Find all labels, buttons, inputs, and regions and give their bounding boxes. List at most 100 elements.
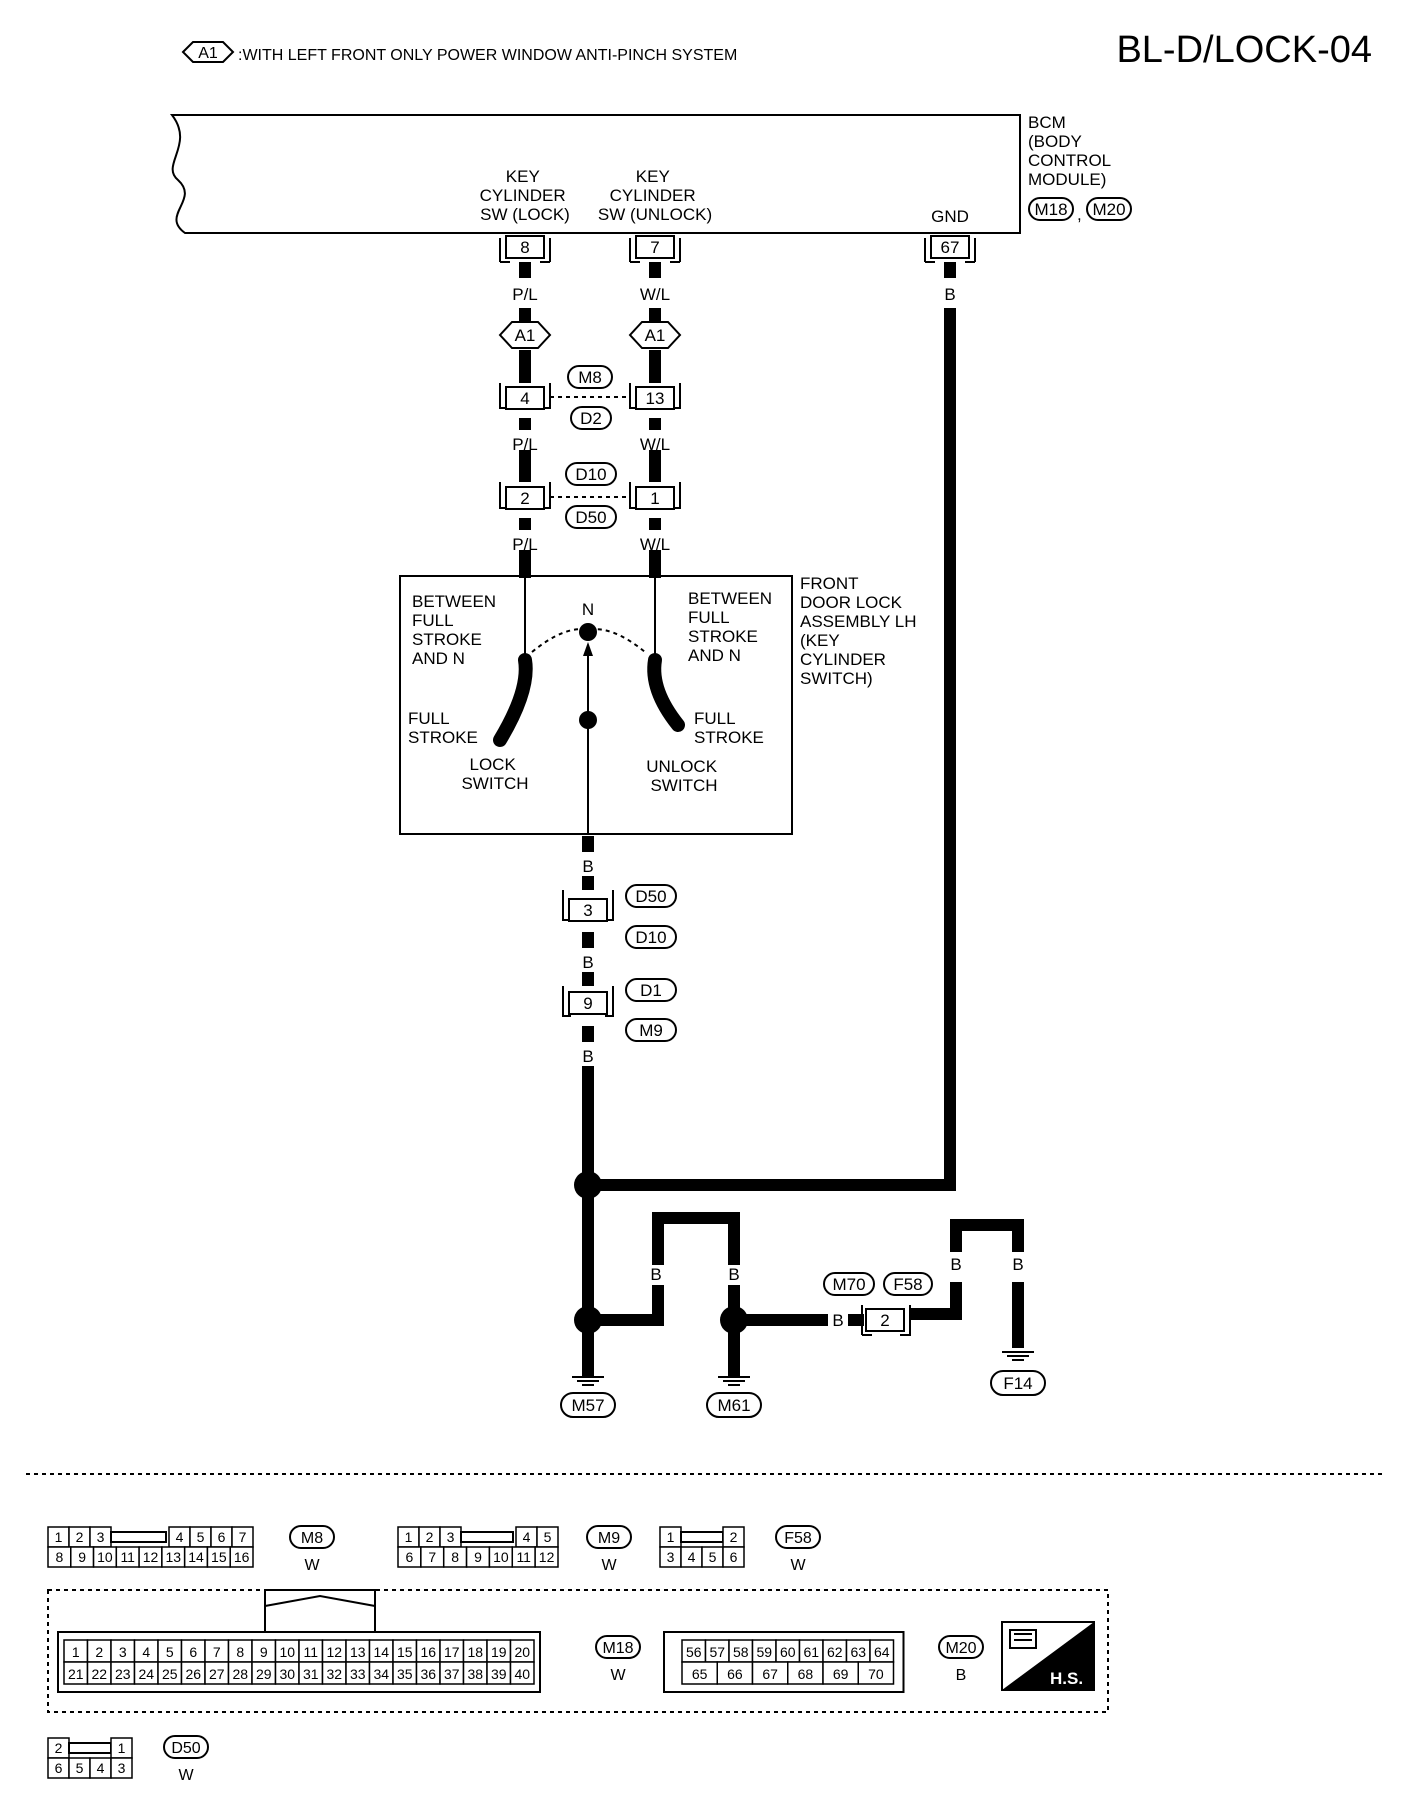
m18-cavity-label: 1: [72, 1644, 80, 1660]
svg-text:B: B: [582, 953, 593, 972]
bcm-pin-67: 67: [924, 235, 976, 263]
d50-cavity-label: 5: [76, 1760, 84, 1776]
bcm-pin-7-label: KEY CYLINDER SW (UNLOCK): [598, 167, 712, 224]
d50-cavity-label: 4: [97, 1760, 105, 1776]
m18-cavity-label: 2: [95, 1644, 103, 1660]
m18-cavity-label: 4: [142, 1644, 150, 1660]
option-description: :WITH LEFT FRONT ONLY POWER WINDOW ANTI-…: [238, 47, 737, 64]
svg-text:2: 2: [520, 489, 529, 508]
svg-text:B: B: [582, 857, 593, 876]
connector-lock: [680, 1531, 724, 1543]
svg-text:A1: A1: [515, 326, 536, 345]
m20-cavity-label: 69: [833, 1666, 849, 1682]
m8-cavity-label: 11: [120, 1549, 135, 1565]
svg-text:M57: M57: [571, 1396, 604, 1415]
m18-cavity-label: 30: [279, 1666, 295, 1682]
m18-cavity-label: 8: [236, 1644, 244, 1660]
ground-connector-d50-d10: 3 D50 D10: [562, 884, 677, 949]
m8-cavity-label: 12: [143, 1549, 159, 1565]
m18-cavity-label: 31: [303, 1666, 319, 1682]
bcm-pin-8-label: KEY CYLINDER SW (LOCK): [480, 167, 571, 224]
connector-group-m18-m20: [47, 1589, 1109, 1713]
svg-text:D10: D10: [635, 928, 666, 947]
m8-cavity-label: 10: [97, 1549, 113, 1565]
svg-text:M70: M70: [832, 1275, 865, 1294]
m18-cavity-label: 3: [119, 1644, 127, 1660]
m18-cavity-label: 35: [397, 1666, 413, 1682]
neutral-label: N: [582, 600, 594, 619]
connector-badge-label: M20: [945, 1640, 976, 1657]
m18-cavity-label: 11: [303, 1644, 318, 1660]
unlock-switch-label: UNLOCK SWITCH: [646, 757, 722, 795]
option-legend: A1 :WITH LEFT FRONT ONLY POWER WINDOW AN…: [181, 41, 737, 64]
connector-badge: [595, 1635, 641, 1659]
m18-cavity-label: 27: [209, 1666, 225, 1682]
svg-text:7: 7: [650, 238, 659, 257]
m9-cavity-label: 10: [493, 1549, 509, 1565]
m20-cavity-label: 57: [709, 1644, 725, 1660]
svg-text:M61: M61: [717, 1396, 750, 1415]
svg-text:D50: D50: [635, 887, 666, 906]
m18-cavity-label: 22: [91, 1666, 107, 1682]
connector-color: W: [601, 1557, 617, 1574]
m18-cavity-label: 36: [420, 1666, 436, 1682]
m9-cavity-label: 5: [544, 1529, 552, 1545]
svg-text:D1: D1: [640, 981, 662, 1000]
svg-text:,: ,: [1077, 205, 1082, 224]
svg-text:B: B: [950, 1255, 961, 1274]
m18-cavity-label: 28: [232, 1666, 248, 1682]
lock-switch-label: LOCK SWITCH: [461, 755, 528, 793]
wire-switch-ground: B B B: [574, 836, 602, 1330]
m9-cavity-label: 8: [451, 1549, 459, 1565]
svg-text:D2: D2: [580, 409, 602, 428]
m18-cavity-label: 5: [166, 1644, 174, 1660]
m18-cavity: [509, 1661, 535, 1685]
m9-cavity-label: 2: [426, 1529, 434, 1545]
right-between-label: BETWEEN FULL STROKE AND N: [688, 589, 777, 665]
m9-cavity-label: 1: [405, 1529, 413, 1545]
m9-cavity-label: 3: [447, 1529, 455, 1545]
m8-cavity-label: 1: [55, 1529, 63, 1545]
connector-lock: [110, 1531, 167, 1543]
junction-d10-d50: 2 1 D10 D50: [499, 462, 681, 529]
m8-cavity-label: 4: [176, 1529, 184, 1545]
f58-cavity-label: 2: [730, 1529, 738, 1545]
f58-pin: 2: [880, 1311, 889, 1330]
f58-cavity: [722, 1546, 745, 1568]
m18-cavity-label: 25: [162, 1666, 178, 1682]
m9-cavity-label: 6: [406, 1549, 414, 1565]
m20-cavity-label: 56: [686, 1644, 702, 1660]
svg-text:P/L: P/L: [512, 435, 538, 454]
svg-text:M8: M8: [578, 368, 602, 387]
m9-cavity-label: 9: [474, 1549, 482, 1565]
connector-color: W: [178, 1767, 194, 1784]
ground-m57: M57: [560, 1330, 616, 1418]
connector-badge-label: M8: [301, 1530, 323, 1547]
svg-text:W/L: W/L: [640, 535, 670, 554]
d50-cavity-label: 2: [55, 1740, 63, 1756]
connector-color: B: [956, 1667, 967, 1684]
svg-text:B: B: [944, 285, 955, 304]
m9-cavity-label: 4: [523, 1529, 531, 1545]
m18-cavity-label: 17: [444, 1644, 460, 1660]
svg-text:B: B: [582, 1265, 593, 1284]
m18-cavity-label: 19: [491, 1644, 507, 1660]
bcm-pin-7: 7: [629, 235, 681, 263]
m18-cavity-label: 37: [444, 1666, 460, 1682]
m8-cavity-label: 7: [239, 1529, 247, 1545]
m20-cavity-label: 63: [850, 1644, 866, 1660]
connector-badge: [775, 1525, 821, 1549]
f58-cavity-label: 4: [688, 1549, 696, 1565]
d50-cavity-label: 1: [118, 1740, 126, 1756]
front-door-lock-assembly: N BETWEEN FULL STROKE AND N BETWEEN FULL…: [399, 574, 917, 835]
svg-text:67: 67: [941, 238, 960, 257]
svg-text:D10: D10: [575, 465, 606, 484]
m18-cavity-label: 26: [185, 1666, 201, 1682]
option-code: A1: [198, 45, 218, 62]
